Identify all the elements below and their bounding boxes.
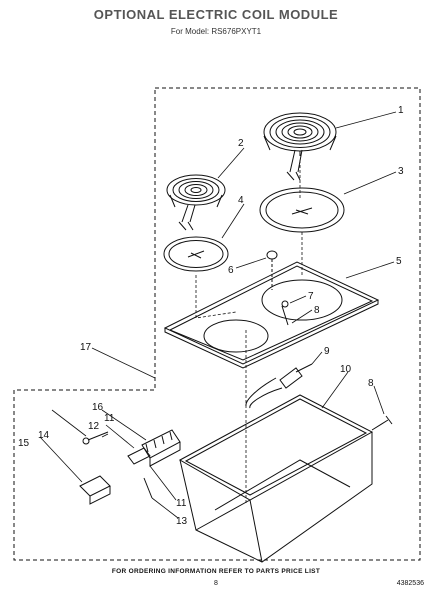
callout-11-upper: 11 <box>104 413 115 424</box>
callout-14: 14 <box>38 430 50 441</box>
model-subtitle: For Model: RS676PXYT1 <box>170 27 262 36</box>
module-top-plate <box>163 261 380 369</box>
diagram-title: OPTIONAL ELECTRIC COIL MODULE <box>93 7 339 22</box>
callout-8-lower: 8 <box>368 378 374 389</box>
receptacle <box>266 250 278 260</box>
large-drip-bowl <box>259 187 345 233</box>
callout-15: 15 <box>18 438 30 449</box>
callout-16: 16 <box>92 402 104 413</box>
ordering-note: FOR ORDERING INFORMATION REFER TO PARTS … <box>111 568 321 575</box>
callout-11-lower: 11 <box>176 498 187 509</box>
page-number: 8 <box>214 580 218 587</box>
side-screw <box>371 415 393 431</box>
screw <box>281 300 289 308</box>
callout-6: 6 <box>228 265 234 276</box>
callout-7: 7 <box>308 291 314 302</box>
module-boundary <box>13 87 421 561</box>
burner-box <box>178 394 374 563</box>
callout-8: 8 <box>314 305 320 316</box>
callout-13: 13 <box>176 516 188 527</box>
callout-4: 4 <box>238 195 244 206</box>
callout-3: 3 <box>398 166 404 177</box>
callout-1: 1 <box>398 105 404 116</box>
callout-5: 5 <box>396 256 402 267</box>
small-coil-element <box>166 174 226 231</box>
callout-12: 12 <box>88 421 100 432</box>
part-number: 4382536 <box>396 580 424 587</box>
control-components <box>79 429 181 505</box>
small-drip-bowl <box>163 236 229 272</box>
callout-9: 9 <box>324 346 330 357</box>
callout-17: 17 <box>80 342 92 353</box>
callout-2: 2 <box>238 138 244 149</box>
wire-harness <box>245 363 313 409</box>
callout-10: 10 <box>340 364 352 375</box>
large-coil-element <box>263 112 337 181</box>
